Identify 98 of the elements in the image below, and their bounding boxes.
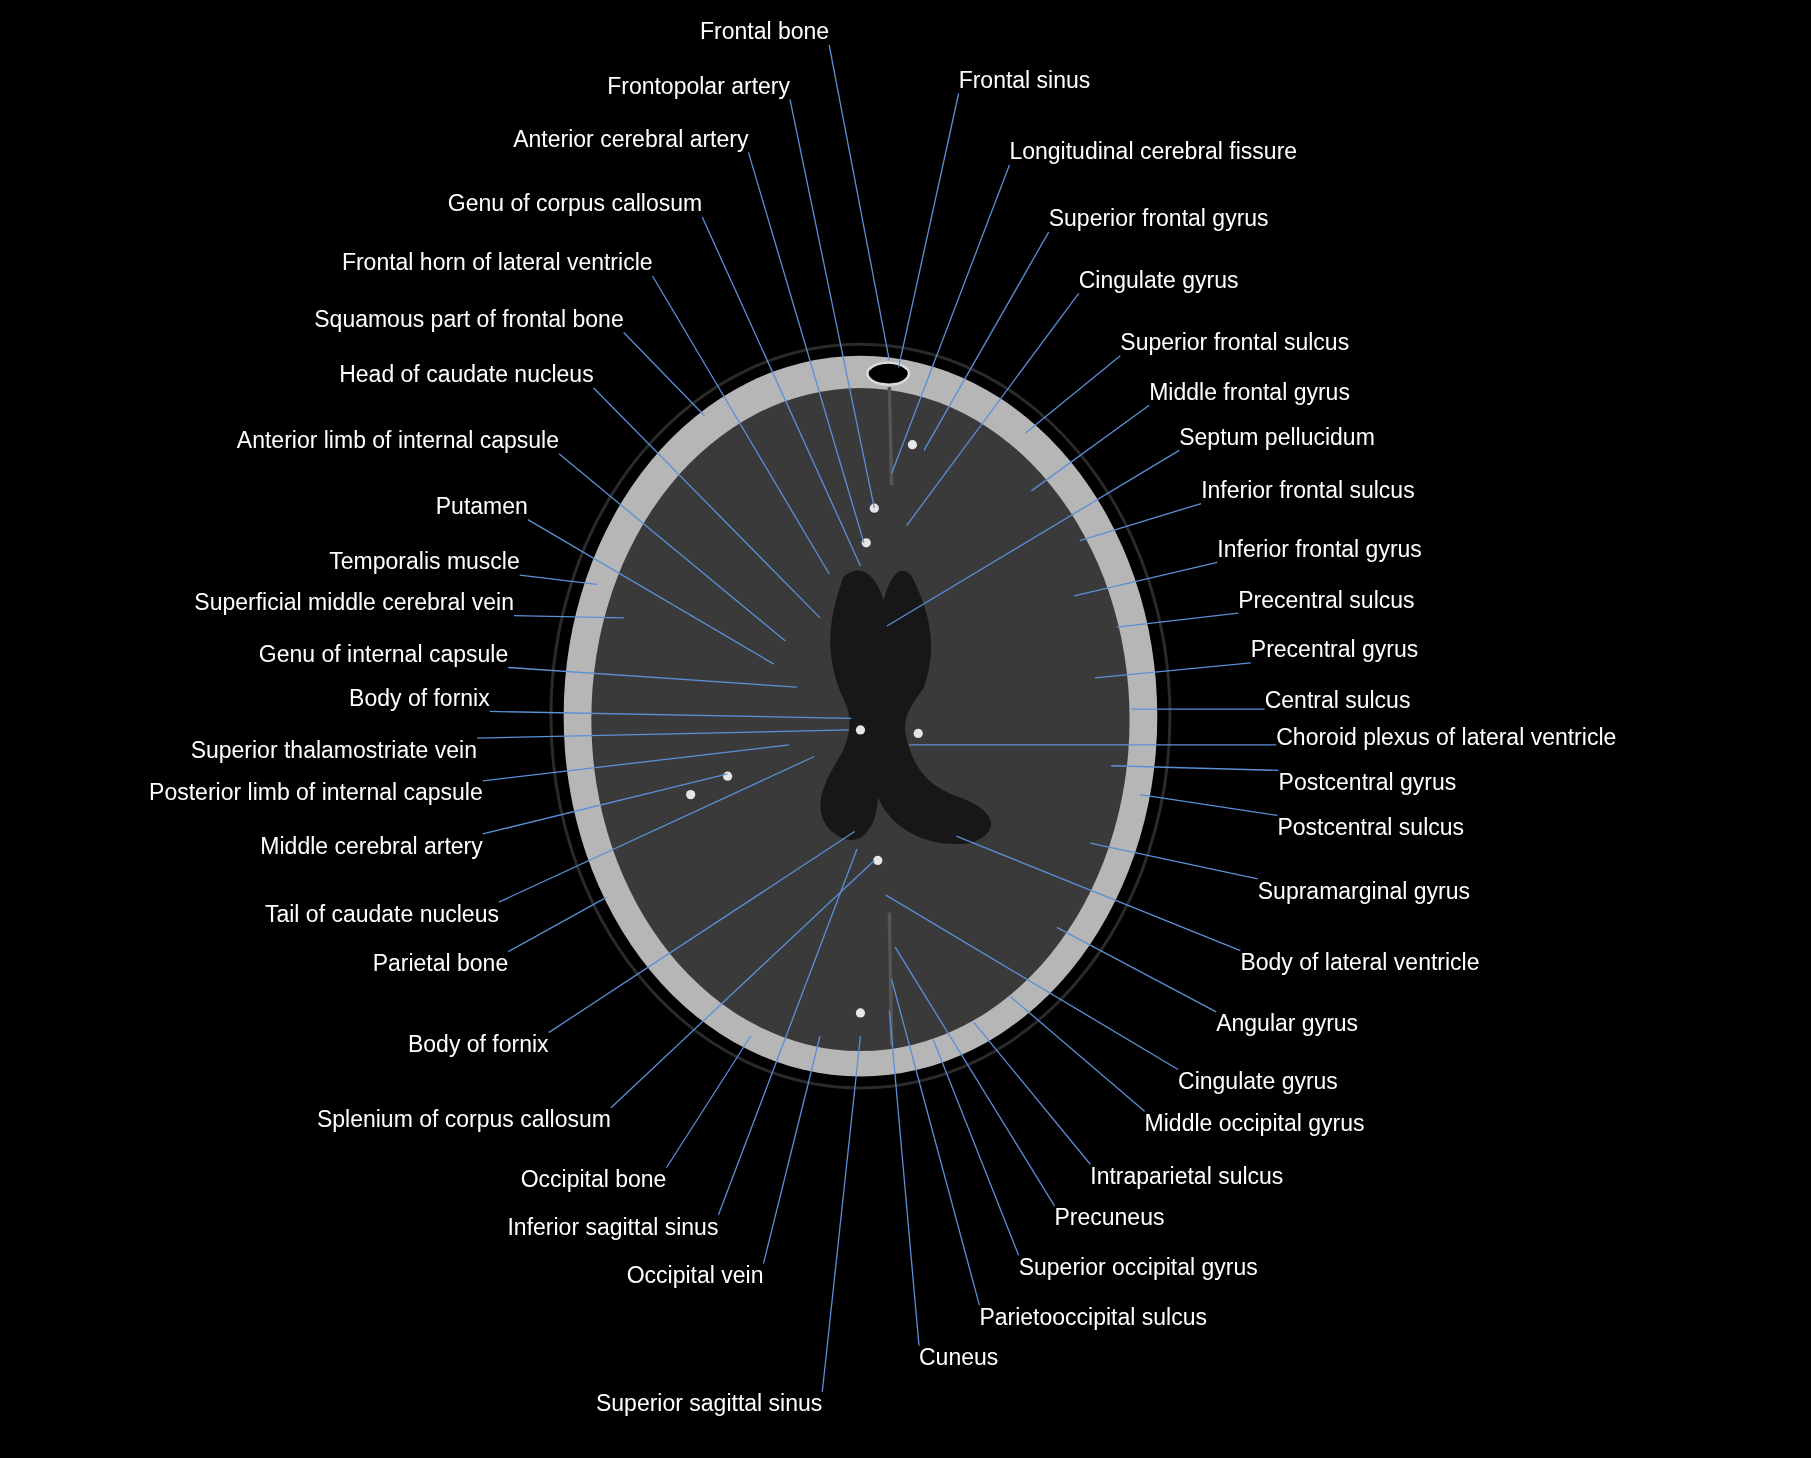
structure-label: Occipital bone [520,1167,667,1193]
leader-line [1030,404,1150,492]
leader-line [507,896,607,953]
leader-line [1110,765,1280,772]
leader-line [762,1035,821,1265]
leader-line [482,744,790,782]
structure-label: Squamous part of frontal bone [314,307,624,333]
leader-line [1056,926,1217,1013]
leader-line [1079,502,1202,542]
leader-line [558,453,787,642]
structure-label: Choroid plexus of lateral ventricle [1276,725,1617,751]
structure-label: Putamen [435,494,528,520]
leader-line [747,151,865,544]
leader-line [894,946,1056,1207]
structure-label: Occipital vein [626,1263,764,1289]
leader-line [932,1038,1020,1257]
leader-line [1116,612,1239,628]
leader-line [482,773,729,835]
leader-line [973,1021,1091,1165]
leader-line [886,449,1180,627]
leader-line [821,1035,862,1393]
structure-label: Genu of corpus callosum [447,191,703,218]
leader-line [888,1009,920,1347]
structure-label: Central sulcus [1264,688,1411,714]
leader-line [923,231,1050,452]
leader-line [1089,842,1259,880]
structure-label: Body of lateral ventricle [1240,950,1480,976]
leader-line [897,92,960,368]
structure-label: Cingulate gyrus [1178,1069,1338,1095]
leader-line [717,848,858,1216]
structure-label: Genu of internal capsule [258,642,509,668]
structure-label: Splenium of corpus callosum [316,1107,611,1133]
leader-line [789,98,875,509]
structure-label: Superior sagittal sinus [596,1391,823,1418]
structure-label: Inferior frontal gyrus [1217,537,1422,563]
leader-line [701,216,862,567]
leader-line [527,519,775,665]
structure-label: Precentral gyrus [1250,637,1419,663]
structure-label: Superior frontal gyrus [1048,206,1269,233]
leader-line [610,859,875,1109]
structure-label: Tail of caudate nucleus [264,902,499,928]
leader-line [1094,662,1252,679]
leader-line [955,835,1242,952]
leader-line [547,830,856,1034]
structure-label: Posterior limb of internal capsule [149,780,483,807]
structure-label: Precentral sulcus [1238,587,1415,614]
structure-label: Body of fornix [407,1032,549,1058]
leader-line [1073,561,1218,597]
structure-label: Temporalis muscle [329,549,520,576]
leader-line [828,44,890,361]
leader-line [476,729,850,739]
leader-line [1131,708,1266,710]
structure-label: Middle cerebral artery [260,833,483,860]
structure-label: Inferior sagittal sinus [507,1215,719,1241]
structure-label: Frontal horn of lateral ventricle [341,250,653,276]
leader-line [1139,793,1279,817]
structure-label: Parietooccipital sulcus [979,1305,1207,1331]
structure-label: Supramarginal gyrus [1257,879,1470,905]
leader-line [906,292,1080,527]
structure-label: Anterior cerebral artery [513,127,749,153]
leader-line [651,275,830,575]
structure-label: Frontal sinus [958,68,1091,94]
structure-label: Middle frontal gyrus [1149,380,1350,406]
structure-label: Cuneus [919,1345,999,1371]
structure-label: Middle occipital gyrus [1144,1111,1365,1137]
leader-line [513,614,625,619]
leader-line [593,387,821,619]
structure-label: Superior thalamostriate vein [190,738,477,764]
structure-label: Intraparietal sulcus [1090,1164,1284,1190]
leader-line [891,978,981,1306]
leader-line [489,710,852,720]
structure-label: Longitudinal cerebral fissure [1009,139,1298,166]
structure-label: Superficial middle cerebral vein [194,590,514,616]
leader-line [885,894,1179,1071]
structure-label: Body of fornix [349,686,490,712]
leader-line [908,744,1277,746]
structure-label: Precuneus [1054,1205,1165,1232]
structure-label: Parietal bone [372,951,509,978]
leader-line [891,164,1011,475]
structure-label: Anterior limb of internal capsule [236,428,559,454]
structure-label: Septum pellucidum [1179,425,1375,451]
structure-label: Superior occipital gyrus [1018,1255,1258,1281]
structure-label: Cingulate gyrus [1078,268,1239,294]
leader-line [623,331,706,417]
leader-line [507,666,798,688]
structure-label: Postcentral sulcus [1277,815,1465,841]
leader-line [519,574,598,586]
leader-line [498,755,815,903]
structure-label: Angular gyrus [1216,1011,1359,1038]
structure-label: Frontopolar artery [607,73,790,100]
leader-line [665,1035,752,1169]
structure-label: Superior frontal sulcus [1120,330,1350,356]
structure-label: Head of caudate nucleus [339,362,594,388]
structure-label: Frontal bone [700,19,830,45]
leader-line [1009,996,1146,1112]
structure-label: Inferior frontal sulcus [1201,478,1415,504]
structure-label: Postcentral gyrus [1278,770,1457,796]
leader-line [1024,355,1121,434]
